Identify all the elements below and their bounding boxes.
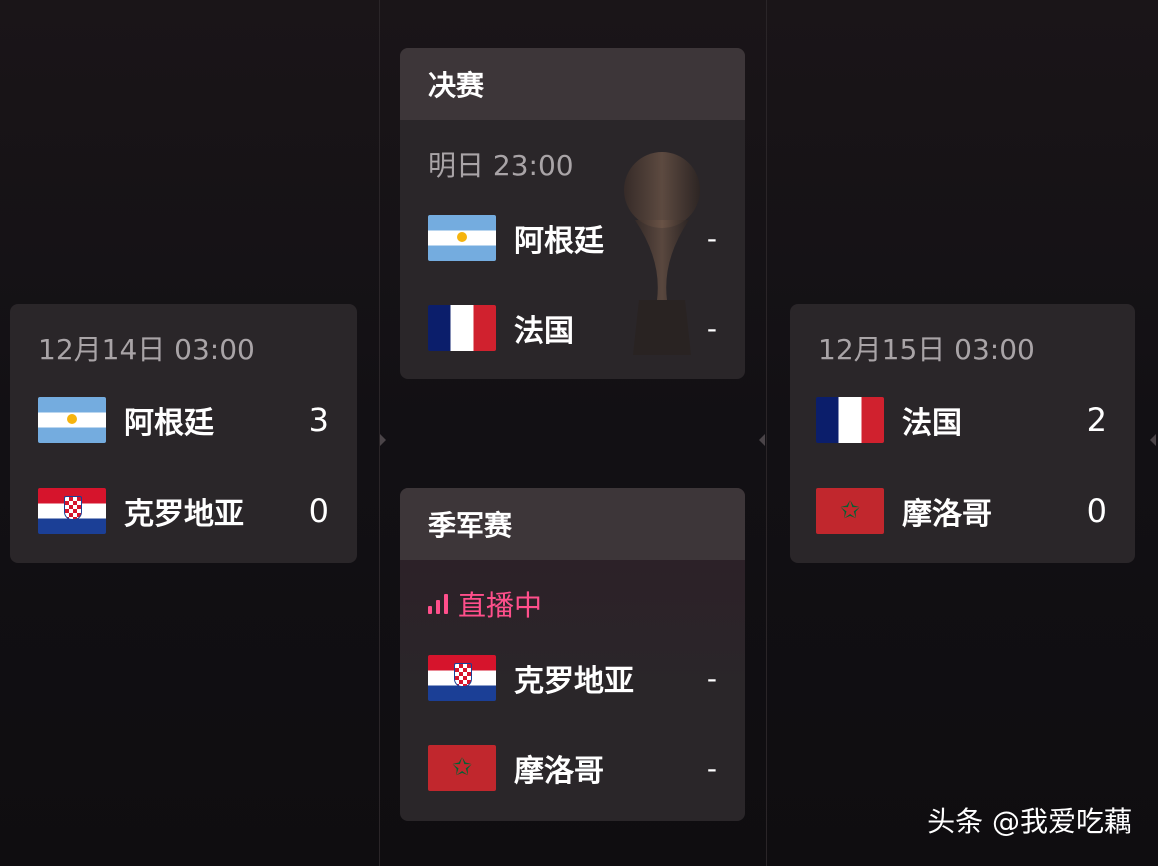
team-row[interactable]: 阿根廷 3 xyxy=(38,396,329,444)
team-score: 0 xyxy=(308,492,329,530)
morocco-flag-icon: ✩ xyxy=(816,488,884,534)
croatia-flag-icon xyxy=(38,488,106,534)
semifinal-card-right[interactable]: 12月15日 03:00 法国 2 ✩ 摩洛哥 0 xyxy=(790,304,1135,563)
team-score: - xyxy=(706,311,717,345)
argentina-flag-icon xyxy=(38,397,106,443)
france-flag-icon xyxy=(816,397,884,443)
team-name: 阿根廷 xyxy=(124,406,214,441)
connector-chevron xyxy=(1150,434,1156,446)
team-score: 2 xyxy=(1086,401,1107,439)
match-time: 12月15日 03:00 xyxy=(818,333,1035,366)
connector-chevron xyxy=(380,434,386,446)
third-place-card[interactable]: 季军赛 直播中 克罗地亚 - ✩ 摩洛哥 - xyxy=(400,488,745,821)
team-name: 克罗地亚 xyxy=(124,497,244,532)
world-cup-trophy-icon xyxy=(624,152,700,355)
match-time: 明日 23:00 xyxy=(428,149,574,182)
live-status-label: 直播中 xyxy=(458,589,543,622)
live-bars-icon xyxy=(428,594,448,614)
team-score: - xyxy=(706,751,717,785)
final-card[interactable]: 决赛 明日 23:00 阿根廷 - 法国 - xyxy=(400,48,745,379)
final-title: 决赛 xyxy=(400,48,745,120)
team-row[interactable]: ✩ 摩洛哥 - xyxy=(428,744,717,792)
team-name: 法国 xyxy=(902,406,962,441)
france-flag-icon xyxy=(428,305,496,351)
team-score: - xyxy=(706,661,717,695)
team-score: 3 xyxy=(308,401,329,439)
team-name: 摩洛哥 xyxy=(514,754,604,789)
bracket-divider xyxy=(379,0,380,866)
argentina-flag-icon xyxy=(428,215,496,261)
team-row[interactable]: 法国 - xyxy=(428,304,717,352)
match-time: 12月14日 03:00 xyxy=(38,333,255,366)
morocco-flag-icon: ✩ xyxy=(428,745,496,791)
team-row[interactable]: 克罗地亚 0 xyxy=(38,487,329,535)
team-row[interactable]: 克罗地亚 - xyxy=(428,654,717,702)
watermark: 头条 @我爱吃藕 xyxy=(927,805,1132,838)
team-score: - xyxy=(706,221,717,255)
croatia-flag-icon xyxy=(428,655,496,701)
team-row[interactable]: ✩ 摩洛哥 0 xyxy=(816,487,1107,535)
team-name: 阿根廷 xyxy=(514,224,604,259)
bracket-divider xyxy=(766,0,767,866)
team-name: 摩洛哥 xyxy=(902,497,992,532)
team-score: 0 xyxy=(1086,492,1107,530)
third-place-title: 季军赛 xyxy=(400,488,745,560)
team-name: 法国 xyxy=(514,314,574,349)
live-status: 直播中 xyxy=(428,584,542,624)
team-row[interactable]: 法国 2 xyxy=(816,396,1107,444)
semifinal-card-left[interactable]: 12月14日 03:00 阿根廷 3 克罗地亚 0 xyxy=(10,304,357,563)
team-name: 克罗地亚 xyxy=(514,664,634,699)
connector-chevron xyxy=(759,434,765,446)
team-row[interactable]: 阿根廷 - xyxy=(428,214,717,262)
